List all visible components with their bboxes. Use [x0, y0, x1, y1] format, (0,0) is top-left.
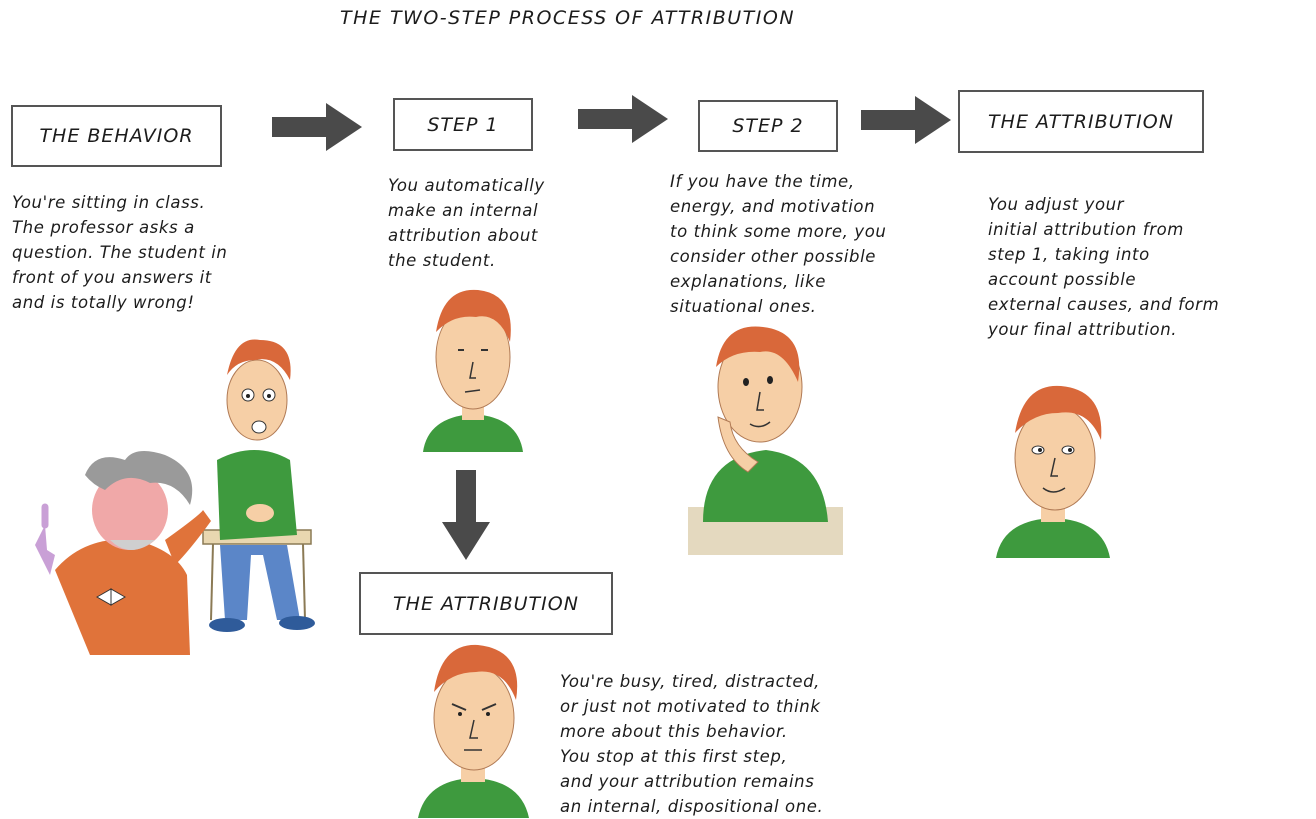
stop-description: You're busy, tired, distracted, or just … — [560, 672, 824, 816]
student-head-step1-illustration — [423, 289, 523, 452]
step2-description: If you have the time, energy, and motiva… — [670, 172, 887, 316]
diagram-title: THE TWO-STEP PROCESS OF ATTRIBUTION — [340, 7, 796, 29]
box-step-2: STEP 2 — [698, 100, 838, 152]
right-arrow-icon — [272, 103, 362, 151]
student-thinking-step2-illustration — [688, 326, 843, 555]
final-attribution-description: You adjust your initial attribution from… — [988, 195, 1220, 339]
box-the-behavior: THE BEHAVIOR — [11, 105, 222, 167]
student-head-final-illustration — [996, 385, 1110, 558]
box-the-attribution-final: THE ATTRIBUTION — [958, 90, 1204, 153]
step1-description: You automatically make an internal attri… — [388, 176, 545, 270]
student-head-stop-illustration — [418, 644, 529, 818]
right-arrow-icon — [861, 96, 951, 144]
classroom-scene-illustration — [35, 339, 315, 655]
box-the-attribution-stop: THE ATTRIBUTION — [359, 572, 613, 635]
behavior-description: You're sitting in class. The professor a… — [12, 193, 228, 312]
right-arrow-icon — [578, 95, 668, 143]
box-step-1: STEP 1 — [393, 98, 533, 151]
down-arrow-icon — [442, 470, 490, 560]
